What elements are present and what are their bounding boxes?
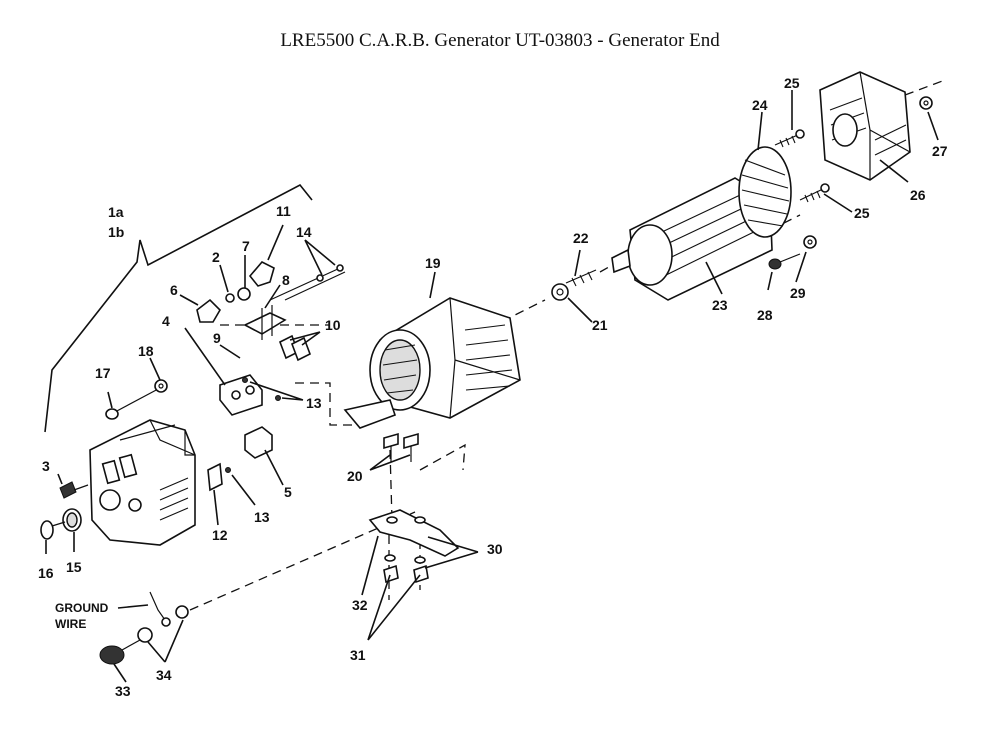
callout-7: 7 bbox=[242, 238, 250, 254]
part-25-screw-lower bbox=[799, 183, 830, 203]
ground-wire-label-line2: WIRE bbox=[55, 617, 86, 631]
part-15-fitting bbox=[62, 508, 82, 532]
part-24-fan bbox=[738, 146, 792, 238]
callout-1b: 1b bbox=[108, 224, 124, 240]
callout-23: 23 bbox=[712, 297, 728, 313]
callout-15: 15 bbox=[66, 559, 82, 575]
part-11-brush bbox=[248, 261, 275, 287]
callout-9: 9 bbox=[213, 330, 221, 346]
callout-2: 2 bbox=[212, 249, 220, 265]
callout-13-upper: 13 bbox=[306, 395, 322, 411]
callout-31: 31 bbox=[350, 647, 366, 663]
callout-18: 18 bbox=[138, 343, 154, 359]
callout-26: 26 bbox=[910, 187, 926, 203]
leader-lines bbox=[45, 90, 939, 683]
part-13-screws bbox=[225, 377, 281, 473]
callout-25-upper: 25 bbox=[784, 75, 800, 91]
part-17-bolt bbox=[105, 387, 161, 420]
part-7-nut bbox=[237, 287, 251, 301]
callout-32: 32 bbox=[352, 597, 368, 613]
part-5-capacitor bbox=[244, 426, 273, 459]
part-16-knob bbox=[40, 520, 66, 540]
callout-17: 17 bbox=[95, 365, 111, 381]
part-25-screw-upper bbox=[774, 129, 805, 148]
part-34-washers bbox=[137, 605, 189, 643]
callout-14: 14 bbox=[296, 224, 312, 240]
part-20-bolts bbox=[383, 432, 419, 462]
part-30-mounting-foot bbox=[368, 509, 460, 557]
page-title: LRE5500 C.A.R.B. Generator UT-03803 - Ge… bbox=[280, 30, 720, 51]
part-12-bracket bbox=[207, 462, 223, 492]
callout-20: 20 bbox=[347, 468, 363, 484]
assembly-bracket bbox=[44, 183, 313, 433]
callout-labels: 1a 1b 2 3 4 5 6 7 8 9 10 11 12 13 13 14 … bbox=[38, 75, 948, 699]
callout-10: 10 bbox=[325, 317, 341, 333]
part-3-screw bbox=[59, 481, 89, 499]
callout-27: 27 bbox=[932, 143, 948, 159]
callout-1a: 1a bbox=[108, 204, 124, 220]
part-28-bolt bbox=[768, 253, 801, 270]
part-2-washer bbox=[225, 293, 235, 303]
callout-25-lower: 25 bbox=[854, 205, 870, 221]
end-bell-housing bbox=[89, 419, 196, 546]
part-21-nut bbox=[551, 283, 569, 301]
part-22-stud bbox=[565, 269, 597, 287]
callout-3: 3 bbox=[42, 458, 50, 474]
part-6-clip bbox=[196, 298, 222, 323]
callout-22: 22 bbox=[573, 230, 589, 246]
part-31-32-hardware bbox=[383, 516, 429, 584]
part-33-screw bbox=[99, 639, 141, 665]
callout-21: 21 bbox=[592, 317, 608, 333]
callout-28: 28 bbox=[757, 307, 773, 323]
part-4-terminal-block bbox=[219, 374, 263, 416]
callout-6: 6 bbox=[170, 282, 178, 298]
callout-16: 16 bbox=[38, 565, 54, 581]
ground-wire-label-line1: GROUND bbox=[55, 601, 109, 615]
part-18-washer bbox=[154, 379, 168, 393]
callout-13-lower: 13 bbox=[254, 509, 270, 525]
callout-33: 33 bbox=[115, 683, 131, 699]
callout-8: 8 bbox=[282, 272, 290, 288]
part-29-washer bbox=[803, 235, 817, 249]
part-26-engine-adapter-housing bbox=[819, 71, 911, 181]
part-14-wire-leads bbox=[269, 264, 346, 301]
callout-30: 30 bbox=[487, 541, 503, 557]
callout-29: 29 bbox=[790, 285, 806, 301]
callout-4: 4 bbox=[162, 313, 170, 329]
callout-34: 34 bbox=[156, 667, 172, 683]
part-19-stator bbox=[343, 297, 521, 429]
part-27-nut bbox=[919, 96, 933, 110]
part-23-rotor bbox=[611, 177, 773, 301]
callout-5: 5 bbox=[284, 484, 292, 500]
ground-wire bbox=[149, 591, 171, 627]
callout-19: 19 bbox=[425, 255, 441, 271]
callout-12: 12 bbox=[212, 527, 228, 543]
part-8-brush-holder bbox=[243, 305, 287, 340]
part-10-terminals bbox=[278, 334, 312, 362]
callout-24: 24 bbox=[752, 97, 768, 113]
callout-11: 11 bbox=[276, 203, 291, 219]
